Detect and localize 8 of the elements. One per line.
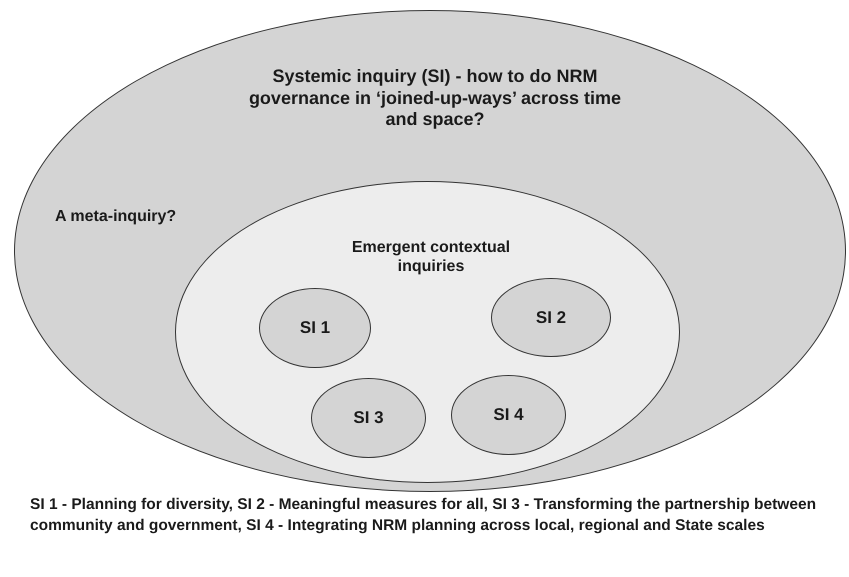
ellipse-label: SI 3 xyxy=(352,408,385,428)
heading-text: Emergent contextual inquiries xyxy=(350,238,512,276)
note-text: A meta-inquiry? xyxy=(55,207,178,226)
ellipse-label: SI 2 xyxy=(534,307,568,328)
ellipse-label: SI 1 xyxy=(298,318,332,338)
caption: SI 1 - Planning for diversity, SI 2 - Meaningful measures for all, SI 3 - Transforming the partnership between community and government, SI 4 - Integrating NRM planning across local, regional and State scales xyxy=(30,495,818,536)
heading-text: Systemic inquiry (SI) - how to do NRM governance in ‘joined-up-ways’ across time and space? xyxy=(248,66,622,131)
ellipse-label: SI 4 xyxy=(492,404,525,426)
